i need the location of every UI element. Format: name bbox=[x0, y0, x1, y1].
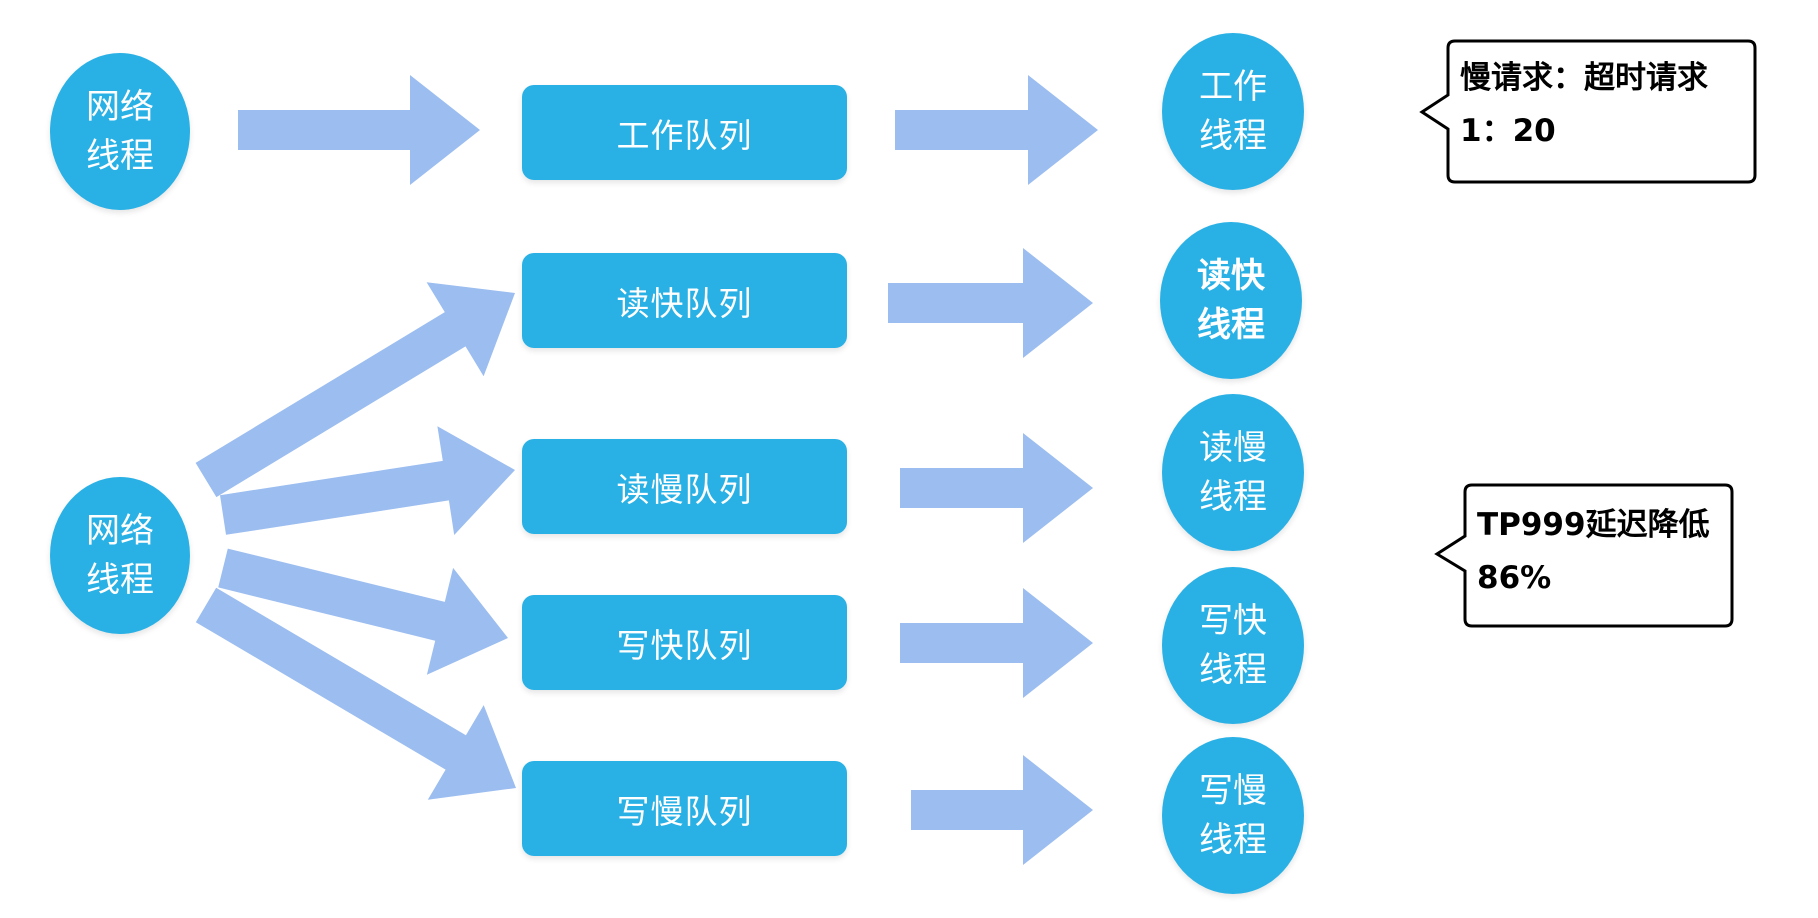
queue-read-fast: 读快队列 bbox=[522, 253, 847, 348]
worker-thread-write-fast-label: 写快线程 bbox=[1199, 601, 1267, 690]
network-thread-bottom: 网络线程 bbox=[50, 477, 190, 634]
queue-write-slow-label: 写慢队列 bbox=[616, 791, 753, 831]
callout-bottom: TP999延迟降低 86% bbox=[1469, 500, 1731, 624]
arrow-network-to-read-fast bbox=[195, 282, 515, 498]
worker-thread-write-slow-label: 写慢线程 bbox=[1199, 771, 1267, 860]
queue-write-slow: 写慢队列 bbox=[522, 761, 847, 856]
queue-read-slow-label: 读慢队列 bbox=[616, 469, 753, 509]
arrow-network-to-write-slow bbox=[195, 587, 517, 800]
callout-bottom-line1: TP999延迟降低 bbox=[1477, 507, 1710, 543]
arrow-network-to-read-slow bbox=[220, 426, 515, 535]
queue-work-label: 工作队列 bbox=[616, 115, 753, 155]
queue-read-slow: 读慢队列 bbox=[522, 439, 847, 534]
callout-top-line2: 1：20 bbox=[1460, 113, 1556, 149]
worker-thread-read-fast-label: 读快线程 bbox=[1197, 256, 1265, 345]
worker-thread-write-slow: 写慢线程 bbox=[1162, 737, 1304, 894]
queue-write-fast-label: 写快队列 bbox=[616, 625, 753, 665]
arrow-write-fast-to-thread bbox=[900, 588, 1093, 698]
callout-bottom-line2: 86% bbox=[1477, 560, 1552, 596]
arrow-network-to-work-queue bbox=[238, 75, 480, 185]
worker-thread-read-slow: 读慢线程 bbox=[1162, 394, 1304, 551]
callout-top: 慢请求：超时请求 1：20 bbox=[1452, 53, 1752, 179]
worker-thread-write-fast: 写快线程 bbox=[1162, 567, 1304, 724]
arrow-read-slow-to-thread bbox=[900, 433, 1093, 543]
queue-work: 工作队列 bbox=[522, 85, 847, 180]
arrow-network-to-write-fast bbox=[218, 548, 508, 675]
worker-thread-work-label: 工作线程 bbox=[1199, 67, 1267, 156]
network-thread-top-label: 网络线程 bbox=[86, 87, 154, 176]
worker-thread-read-fast: 读快线程 bbox=[1160, 222, 1302, 379]
queue-read-fast-label: 读快队列 bbox=[616, 283, 753, 323]
callout-top-line1: 慢请求：超时请求 bbox=[1460, 60, 1708, 96]
arrow-write-slow-to-thread bbox=[911, 755, 1093, 865]
queue-write-fast: 写快队列 bbox=[522, 595, 847, 690]
arrow-work-queue-to-thread bbox=[895, 75, 1098, 185]
network-thread-top: 网络线程 bbox=[50, 53, 190, 210]
worker-thread-read-slow-label: 读慢线程 bbox=[1199, 428, 1267, 517]
worker-thread-work: 工作线程 bbox=[1162, 33, 1304, 190]
arrow-read-fast-to-thread bbox=[888, 248, 1093, 358]
callout-top-shape bbox=[1419, 39, 1757, 184]
network-thread-bottom-label: 网络线程 bbox=[86, 511, 154, 600]
callout-bottom-shape bbox=[1434, 483, 1734, 628]
